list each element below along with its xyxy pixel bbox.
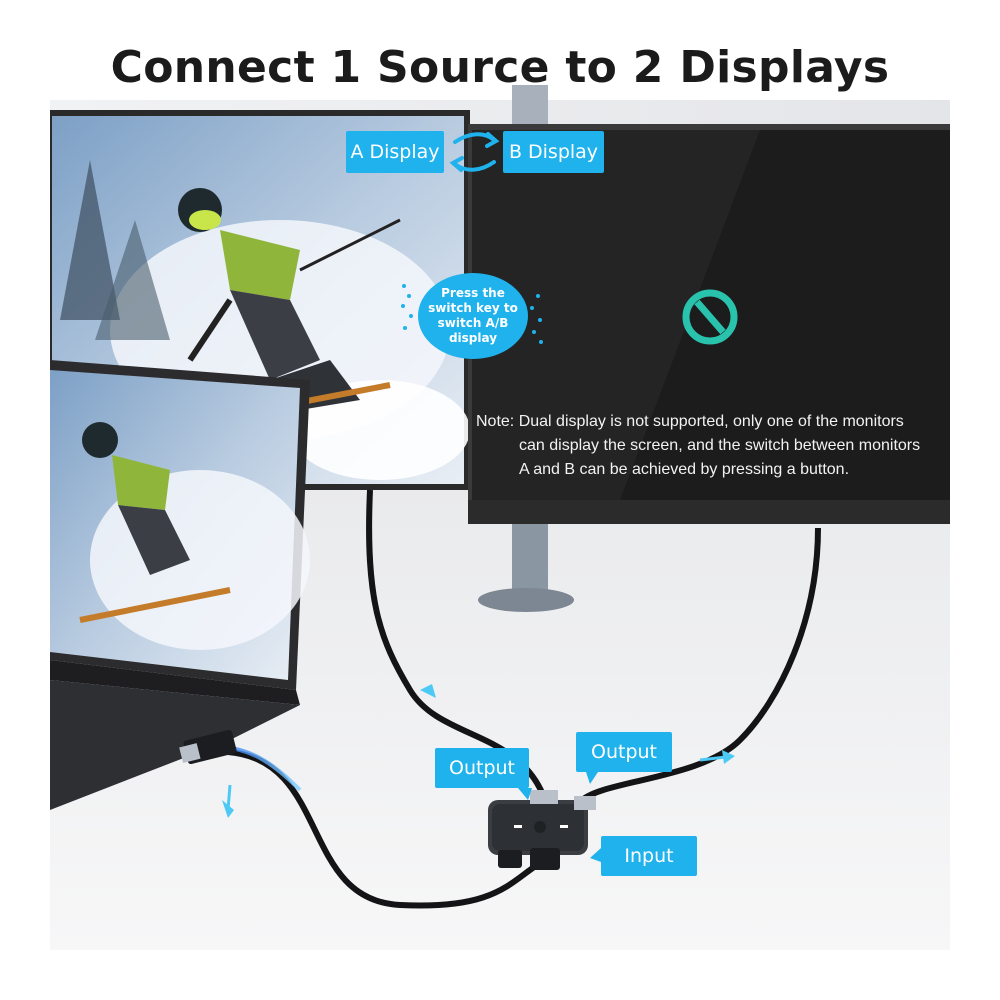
display-a-tag: A Display (346, 131, 444, 173)
switch-hint-bubble: Press the switch key to switch A/B displ… (418, 273, 528, 359)
output-callout-left: Output (435, 748, 529, 788)
output-callout-right: Output (576, 732, 672, 772)
note-line-2: can display the screen, and the switch b… (519, 437, 921, 454)
callout-pointer (518, 788, 532, 800)
dotted-arc-decor (401, 284, 543, 344)
cable-input (227, 749, 547, 909)
note-line-1: Note: Dual display is not supported, onl… (476, 413, 904, 430)
snow-spray (290, 380, 470, 480)
tree (60, 160, 120, 320)
page-title: Connect 1 Source to 2 Displays (110, 42, 890, 93)
kvm-switch (488, 790, 596, 870)
swap-arrows-icon (449, 132, 500, 172)
note-line-3: A and B can be achieved by pressing a bu… (519, 461, 850, 478)
note-text: Note: Dual display is not supported, onl… (476, 410, 946, 482)
flow-arrow-icon (222, 684, 735, 818)
laptop (50, 360, 310, 810)
tree (95, 220, 170, 340)
display-b-tag: B Display (503, 131, 604, 173)
callout-pointer (586, 772, 598, 784)
input-callout: Input (601, 836, 697, 876)
callout-pointer (590, 848, 601, 862)
monitor-b-chin (468, 500, 950, 524)
monitor-pole-top (512, 85, 548, 125)
usb-plug-metal (179, 743, 201, 763)
cable-to-monitor-b (577, 527, 821, 805)
no-signal-icon (682, 289, 738, 345)
screen-reflection (472, 130, 760, 500)
monitor-stand-base (478, 588, 574, 612)
